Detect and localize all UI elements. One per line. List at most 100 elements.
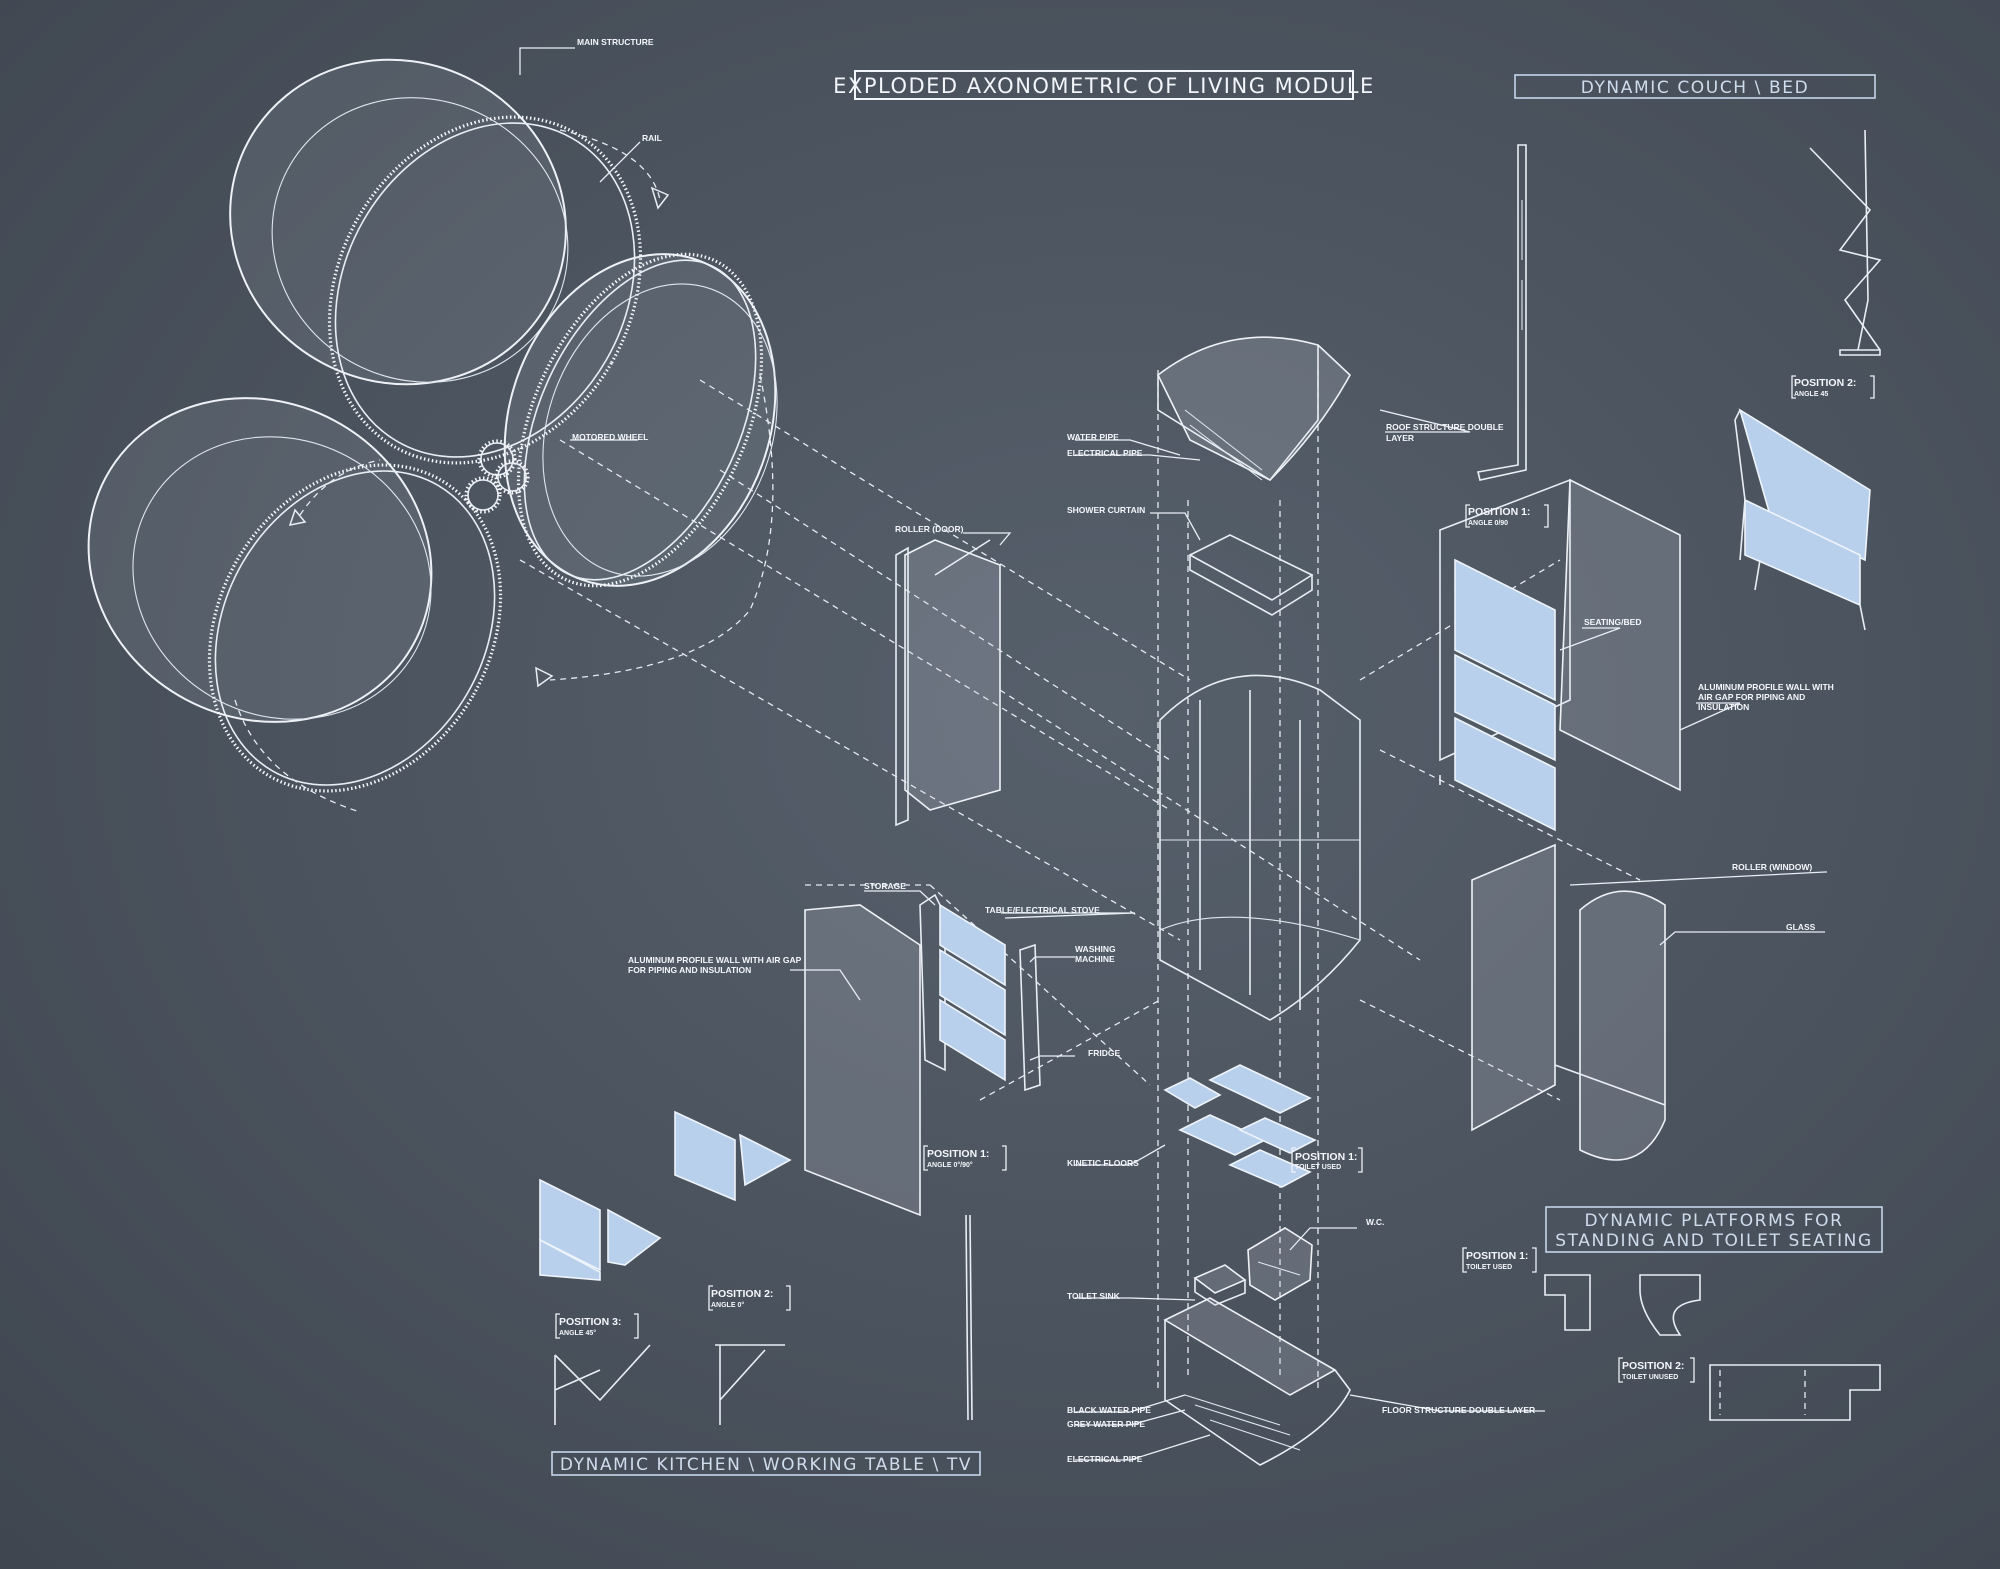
label-black-water-pipe: BLACK WATER PIPE [1067, 1405, 1151, 1415]
kitchen-tv-strip [965, 1214, 973, 1421]
right-seating-wall [1439, 478, 1681, 832]
svg-text:POSITION 2:: POSITION 2: [711, 1288, 773, 1300]
shower-tray [1188, 534, 1314, 616]
svg-text:ANGLE 45°: ANGLE 45° [559, 1329, 596, 1337]
section-title-kitchen: DYNAMIC KITCHEN \ WORKING TABLE \ TV [560, 1455, 972, 1475]
lower-rail [214, 470, 496, 786]
labels: MAIN STRUCTURE RAIL MOTORED WHEEL ROLLER… [572, 37, 1834, 1464]
tag-floor-pos1: POSITION 1: TOILET USED [1291, 1147, 1363, 1173]
wc-toilet [1247, 1227, 1313, 1301]
label-floor-structure: FLOOR STRUCTURE DOUBLE LAYER [1382, 1405, 1535, 1415]
label-rail: RAIL [642, 133, 662, 143]
right-rail-teeth [516, 252, 764, 588]
svg-text:POSITION 2:: POSITION 2: [1794, 377, 1856, 389]
drawing-title: EXPLODED AXONOMETRIC OF LIVING MODULE [833, 74, 1375, 98]
couch-bed-panel [1734, 408, 1871, 631]
label-alu-wall-right-1: ALUMINUM PROFILE WALL WITH [1698, 682, 1834, 692]
tag-kitchen-pos2: POSITION 2: ANGLE 0° [708, 1285, 791, 1311]
svg-text:ANGLE 0/90: ANGLE 0/90 [1468, 520, 1508, 527]
label-grey-water-pipe: GREY WATER PIPE [1067, 1419, 1145, 1429]
label-roof-structure-1: ROOF STRUCTURE DOUBLE [1386, 422, 1504, 432]
svg-text:POSITION 1:: POSITION 1: [927, 1148, 989, 1160]
right-rail [523, 259, 757, 581]
roof-structure [1156, 336, 1351, 482]
label-alu-wall-left-1: ALUMINUM PROFILE WALL WITH AIR GAP [628, 955, 802, 965]
position-tags: POSITION 2: ANGLE 45 POSITION 1: ANGLE 0… [555, 375, 1875, 1383]
module-frame [1159, 674, 1361, 1021]
label-shower-curtain: SHOWER CURTAIN [1067, 505, 1145, 515]
title-block: EXPLODED AXONOMETRIC OF LIVING MODULE [833, 70, 1375, 100]
svg-text:POSITION 2:: POSITION 2: [1622, 1360, 1684, 1372]
tag-couch-pos2: POSITION 2: ANGLE 45 [1791, 375, 1875, 399]
label-toilet-sink: TOILET SINK [1067, 1291, 1121, 1301]
kitchen-table-panels [539, 1110, 792, 1281]
kitchen-wall [804, 884, 1151, 1217]
label-wc: W.C. [1366, 1217, 1384, 1227]
motored-wheels [464, 439, 530, 514]
upper-rail [334, 122, 636, 458]
label-roller-window: ROLLER (WINDOW) [1732, 862, 1812, 872]
kitchen-bracket-pos3 [554, 1344, 651, 1425]
section-kitchen: DYNAMIC KITCHEN \ WORKING TABLE \ TV [551, 1451, 981, 1476]
svg-text:POSITION 1:: POSITION 1: [1295, 1151, 1357, 1163]
label-glass: GLASS [1786, 922, 1816, 932]
label-motored-wheel: MOTORED WHEEL [572, 432, 648, 442]
section-title-platforms-line1: DYNAMIC PLATFORMS FOR [1584, 1211, 1843, 1231]
label-main-structure: MAIN STRUCTURE [577, 37, 654, 47]
label-water-pipe: WATER PIPE [1067, 432, 1119, 442]
label-alu-wall-right-2: AIR GAP FOR PIPING AND [1698, 692, 1805, 702]
label-fridge: FRIDGE [1088, 1048, 1120, 1058]
svg-text:ANGLE 0°/90°: ANGLE 0°/90° [927, 1161, 973, 1169]
label-kinetic-floors: KINETIC FLOORS [1067, 1158, 1139, 1168]
svg-text:POSITION 3:: POSITION 3: [559, 1316, 621, 1328]
label-washing-machine-2: MACHINE [1075, 954, 1115, 964]
label-washing-machine-1: WASHING [1075, 944, 1116, 954]
svg-text:TOILET UNUSED: TOILET UNUSED [1622, 1374, 1678, 1381]
svg-text:TOILET USED: TOILET USED [1295, 1164, 1341, 1171]
rotation-arrow-lower [234, 699, 361, 813]
ring-structure [87, 58, 778, 813]
platform-section-pos2 [1709, 1364, 1881, 1421]
floor-structure [1163, 1297, 1351, 1466]
section-couch-bed: DYNAMIC COUCH \ BED [1514, 74, 1876, 99]
leader-lines [519, 47, 1827, 1461]
section-title-couch-bed: DYNAMIC COUCH \ BED [1581, 78, 1810, 98]
couch-folded-detail [1809, 129, 1882, 356]
toilet-sink [1193, 1264, 1247, 1306]
section-platforms: DYNAMIC PLATFORMS FOR STANDING AND TOILE… [1545, 1206, 1883, 1253]
label-alu-wall-right-3: INSULATION [1698, 702, 1749, 712]
tag-platform-pos2: POSITION 2: TOILET UNUSED [1618, 1357, 1695, 1383]
label-electrical-pipe: ELECTRICAL PIPE [1067, 448, 1143, 458]
tag-couch-pos1: POSITION 1: ANGLE 0/90 [1465, 504, 1549, 528]
tag-kitchen-pos3: POSITION 3: ANGLE 45° [555, 1313, 639, 1339]
platform-section-pos1 [1544, 1274, 1701, 1336]
svg-text:POSITION 1:: POSITION 1: [1468, 506, 1530, 518]
door-roller [895, 539, 1001, 827]
label-table-stove: TABLE/ELECTRICAL STOVE [985, 905, 1100, 915]
svg-text:POSITION 1:: POSITION 1: [1466, 1250, 1528, 1262]
upper-ring-band [229, 58, 569, 386]
central-module [1156, 336, 1361, 1466]
tag-platform-pos1: POSITION 1: TOILET USED [1462, 1247, 1537, 1273]
label-storage: STORAGE [864, 881, 906, 891]
kitchen-storage-unit [919, 893, 1041, 1092]
svg-text:ANGLE 0°: ANGLE 0° [711, 1301, 744, 1309]
kinetic-floors [1163, 1064, 1317, 1188]
section-title-platforms-line2: STANDING AND TOILET SEATING [1555, 1231, 1873, 1251]
svg-text:ANGLE 45: ANGLE 45 [1794, 391, 1828, 398]
svg-text:TOILET USED: TOILET USED [1466, 1264, 1512, 1271]
tag-kitchen-pos1: POSITION 1: ANGLE 0°/90° [923, 1145, 1007, 1171]
label-electrical-pipe-bottom: ELECTRICAL PIPE [1067, 1454, 1143, 1464]
label-roof-structure-2: LAYER [1386, 433, 1414, 443]
couch-flat-detail [1477, 144, 1527, 481]
label-seating-bed: SEATING/BED [1584, 617, 1641, 627]
projection-lines [519, 379, 1641, 1101]
label-alu-wall-left-2: FOR PIPING AND INSULATION [628, 965, 751, 975]
kitchen-bracket-pos2 [715, 1344, 785, 1425]
lower-ring-band [87, 397, 433, 723]
right-lower-wall [1471, 843, 1666, 1161]
lower-rail-teeth [207, 463, 503, 793]
label-roller-door: ROLLER (DOOR) [895, 524, 964, 534]
